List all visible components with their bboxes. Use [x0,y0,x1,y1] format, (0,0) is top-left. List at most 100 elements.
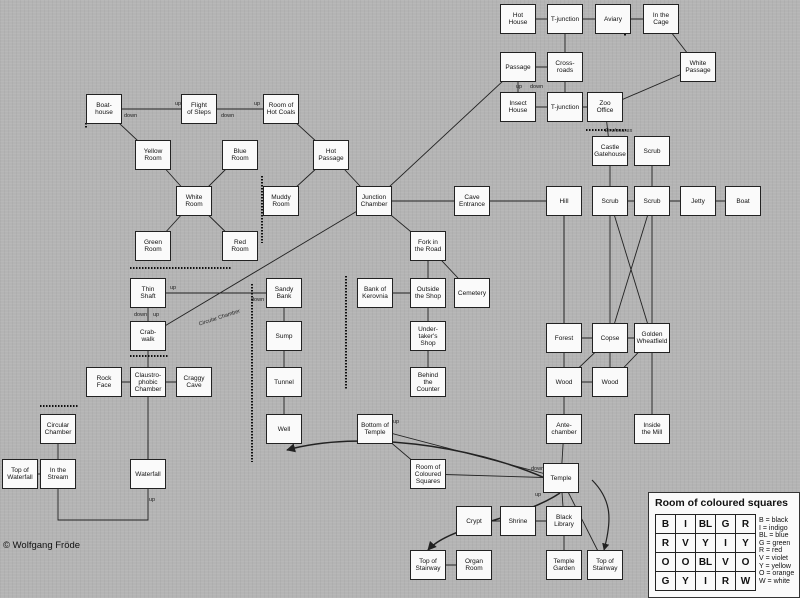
room-rock-face: Rock Face [86,367,122,397]
label-up-passage: up [516,84,523,90]
room-boathouse: Boat- house [86,94,122,124]
legend-grid-cell: I [675,514,696,534]
room-junction-chamber: Junction Chamber [356,186,392,216]
legend-grid-cell: G [655,571,676,591]
room-bottom-of-temple: Bottom of Temple [357,414,393,444]
room-tunnel: Tunnel [266,367,302,397]
legend-key: R = red [759,547,783,555]
label-down-boathouse: down [124,113,138,119]
room-organ-room: Organ Room [456,550,492,580]
room-top-of-stairway-1: Top of Stairway [410,550,446,580]
room-hill: Hill [546,186,582,216]
room-crypt: Crypt [456,506,492,536]
room-scrub-1: Scrub [592,186,628,216]
room-insect-house: Insect House [500,92,536,122]
link-room-of-coloured-squares-temple [427,473,562,479]
curve-temple-to-well [286,440,546,479]
legend-grid-cell: Y [735,533,756,553]
label-up-steps: up [254,101,261,107]
link-scrub-2-copse [609,200,653,339]
room-undertakers-shop: Under- taker's Shop [410,321,446,351]
legend-grid-cell: I [715,533,736,553]
room-red-room: Red Room [222,231,258,261]
room-behind-the-counter: Behind the Counter [410,367,446,397]
room-sandy-bank: Sandy Bank [266,278,302,308]
link-waterfall-stream [57,489,149,521]
legend-grid-cell: R [735,514,756,534]
label-up-thin-shaft: up [170,285,177,291]
room-hot-passage: Hot Passage [313,140,349,170]
room-temple-garden: Temple Garden [546,550,582,580]
room-castle-gatehouse: Castle Gatehouse [592,136,628,166]
label-down-thin-shaft: down [251,297,265,303]
legend-key: BL = blue [759,532,789,540]
room-room-of-hot-coals: Room of Hot Coals [263,94,299,124]
legend-grid-cell: W [735,571,756,591]
legend-grid-cell: BL [695,514,716,534]
copyright-text: © Wolfgang Fröde [3,540,81,551]
room-golden-wheatfield: Golden Wheatfield [634,323,670,353]
legend-grid-cell: B [655,514,676,534]
room-passage: Passage [500,52,536,82]
room-inside-the-mill: Inside the Mill [634,414,670,444]
room-top-of-stairway-2: Top of Stairway [587,550,623,580]
room-wood-1: Wood [546,367,582,397]
label-up-waterfall: up [149,497,156,503]
room-circular-chamber: Circular Chamber [40,414,76,444]
room-well: Well [266,414,302,444]
room-t-junction-top: T-junction [547,4,583,34]
legend-grid-cell: O [675,552,696,572]
room-shrine: Shrine [500,506,536,536]
label-enclosures: Enclosures [605,128,633,134]
legend-grid-cell: I [695,571,716,591]
legend-grid-cell: G [715,514,736,534]
legend-title: Room of coloured squares [655,497,789,509]
link-junction-crab-walk [147,200,375,337]
room-scrub-top: Scrub [634,136,670,166]
label-up-temple: up [393,419,400,425]
link-junction-chamber-passage [373,66,519,202]
room-blue-room: Blue Room [222,140,258,170]
label-up-boathouse: up [175,101,182,107]
room-sump: Sump [266,321,302,351]
label-down-temple: down [531,466,545,472]
room-bank-of-kerovnia: Bank of Kerovnia [357,278,393,308]
room-cave-entrance: Cave Entrance [454,186,490,216]
room-white-room: White Room [176,186,212,216]
room-in-the-cage: In the Cage [643,4,679,34]
room-crossroads: Cross- roads [547,52,583,82]
room-forest: Forest [546,323,582,353]
room-room-of-coloured-squares: Room of Coloured Squares [410,459,446,489]
legend-grid-cell: O [735,552,756,572]
room-aviary: Aviary [595,4,631,34]
legend-grid-cell: R [655,533,676,553]
room-yellow-room: Yellow Room [135,140,171,170]
room-scrub-2: Scrub [634,186,670,216]
room-zoo-office: Zoo Office [587,92,623,122]
legend-grid-cell: Y [695,533,716,553]
legend-key: B = black [759,517,788,524]
room-copse: Copse [592,323,628,353]
legend-key: I = indigo [759,524,788,532]
legend-grid-cell: R [715,571,736,591]
room-top-of-waterfall: Top of Waterfall [2,459,38,489]
room-antechamber: Ante- chamber [546,414,582,444]
legend-grid-cell: Y [675,571,696,591]
legend-key: W = white [759,577,790,585]
legend-key: Y = yellow [759,562,791,570]
legend-grid-cell: V [675,533,696,553]
room-t-junction-mid: T-junction [547,92,583,122]
legend-key: O = orange [759,570,795,578]
room-white-passage: White Passage [680,52,716,82]
label-up-temple-2: up [535,492,542,498]
legend-key: V = violet [759,554,788,562]
label-down-sandy: down [134,312,148,318]
room-claustrophobic-chamber: Claustro- phobic Chamber [130,367,166,397]
curve-temple-to-top-stairway [591,479,610,551]
